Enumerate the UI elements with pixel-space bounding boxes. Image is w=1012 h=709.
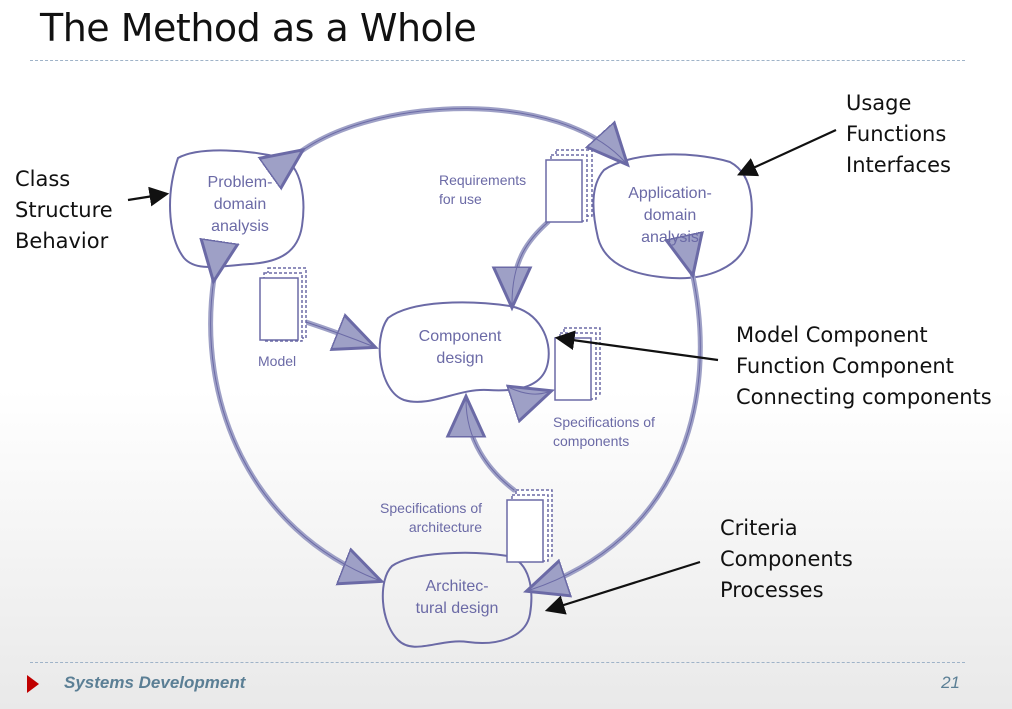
title-divider [30,60,965,61]
footer-divider [30,662,965,663]
spec-components-document-icon [554,327,601,401]
architectural-design-blob [381,551,533,648]
footer-title: Systems Development [64,673,246,692]
doc-label-spec-architecture: Specifications of architecture [380,500,482,535]
spec-architecture-document-icon [506,489,553,563]
page-number: 21 [941,673,960,692]
node-application-domain: Application- domain analysis [628,185,712,246]
callout-arrow-middle-right [554,330,719,362]
callout-arrow-left [127,186,170,207]
slide-title: The Method as a Whole [40,6,477,50]
callout-left: Class Structure Behavior [15,167,113,253]
callout-middle-right: Model Component Function Component Conne… [736,323,992,409]
requirements-document-icon [545,149,593,223]
callout-arrow-top-right [737,129,837,177]
footer-marker-icon [27,675,39,693]
callout-top-right: Usage Functions Interfaces [846,91,951,177]
node-problem-domain: Problem- domain analysis [207,174,273,235]
doc-label-requirements: Requirements for use [439,172,527,207]
node-component-design: Component design [418,328,502,367]
arrow-requirements-component [512,219,551,304]
arrow-architecture-component [466,400,517,493]
doc-label-model: Model [258,353,297,369]
doc-label-spec-components: Specifications of components [553,414,655,449]
node-architectural-design: Architec- tural design [415,578,499,617]
model-document-icon [259,267,307,342]
callout-arrow-bottom-right [544,560,701,615]
callout-bottom-right: Criteria Components Processes [720,516,853,602]
